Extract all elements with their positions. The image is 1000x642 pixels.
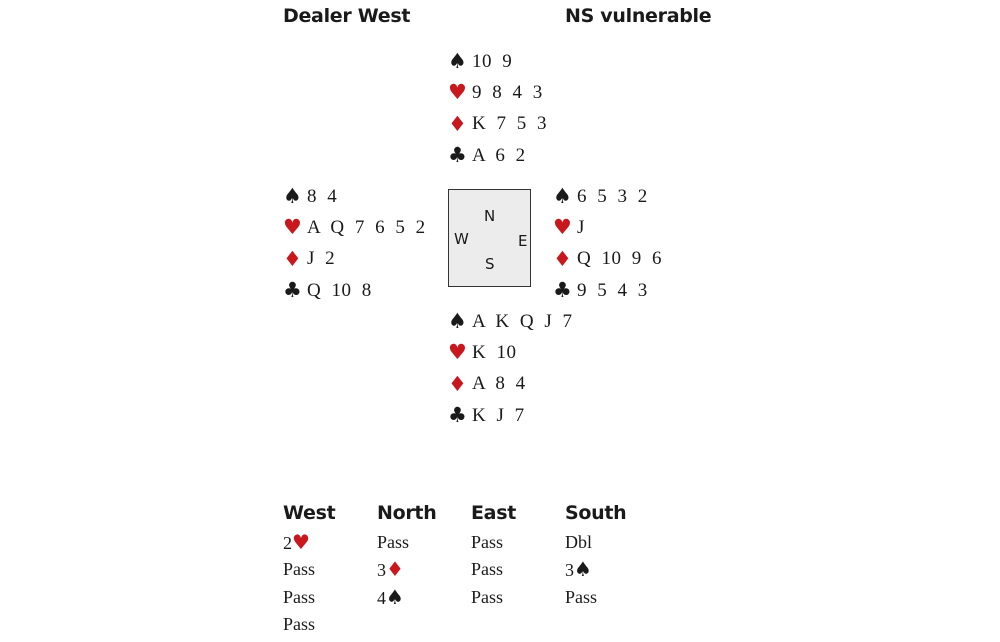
north-clubs-cards: A 6 2 [472,144,526,166]
north-hand: ♠10 9♥9 8 4 3♦K 7 5 3♣A 6 2 [448,46,547,171]
east-hearts-row: ♥J [553,212,662,243]
spade-icon: ♠ [448,309,467,334]
compass-north: N [484,207,496,225]
auction-header: North [377,502,437,524]
bid-text: Pass [283,586,316,607]
bid-text: Pass [377,532,410,552]
bid: 2♥ [283,529,377,556]
south-clubs-row: ♣K J 7 [448,400,573,431]
diamond-icon: ♦ [553,246,572,271]
bid-suit-icon: ♠ [574,557,592,582]
north-spades-row: ♠10 9 [448,46,547,77]
heart-icon: ♥ [448,80,467,105]
west-diamonds-row: ♦J 2 [283,244,426,275]
diamond-icon: ♦ [448,371,467,396]
club-icon: ♣ [283,278,302,303]
north-diamonds-row: ♦K 7 5 3 [448,109,547,140]
vulnerability-label: NS vulnerable [565,5,712,27]
west-clubs-row: ♣Q 10 8 [283,275,426,306]
bid: Pass [471,584,565,611]
north-hearts-cards: 9 8 4 3 [472,81,543,103]
bid-text: Dbl [565,532,592,552]
north-spades-cards: 10 9 [472,50,513,72]
south-hearts-row: ♥K 10 [448,337,573,368]
east-clubs-row: ♣9 5 4 3 [553,275,662,306]
north-diamonds-cards: K 7 5 3 [472,113,547,135]
auction-header: East [471,502,516,524]
west-hearts-cards: A Q 7 6 5 2 [307,216,426,238]
north-hearts-row: ♥9 8 4 3 [448,77,547,108]
heart-icon: ♥ [553,215,572,240]
auction-header: West [283,502,336,524]
spade-icon: ♠ [553,184,572,209]
bid: Pass [471,556,565,583]
south-spades-row: ♠A K Q J 7 [448,306,573,337]
club-icon: ♣ [553,278,572,303]
south-spades-cards: A K Q J 7 [472,310,573,332]
east-diamonds-row: ♦Q 10 9 6 [553,244,662,275]
bid: 3♠ [565,556,659,583]
east-hand: ♠6 5 3 2♥J♦Q 10 9 6♣9 5 4 3 [553,181,662,306]
diamond-icon: ♦ [448,111,467,136]
compass-east: E [518,232,528,250]
bid: Pass [283,584,377,611]
east-diamonds-cards: Q 10 9 6 [577,248,662,270]
south-hearts-cards: K 10 [472,341,517,363]
bid-text: 4 [377,587,386,608]
compass-table: N W E S [448,189,531,287]
bid-text: 3 [377,560,386,581]
south-clubs-cards: K J 7 [472,404,525,426]
club-icon: ♣ [448,143,467,168]
auction-header: South [565,502,627,524]
diamond-icon: ♦ [283,246,302,271]
south-diamonds-cards: A 8 4 [472,373,526,395]
west-hand: ♠8 4♥A Q 7 6 5 2♦J 2♣Q 10 8 [283,181,426,306]
compass-west: W [454,230,469,248]
spade-icon: ♠ [448,49,467,74]
bid: Pass [283,611,377,638]
bid-text: 3 [565,560,574,581]
bid: Pass [377,529,471,556]
compass-south: S [485,255,495,273]
spade-icon: ♠ [283,184,302,209]
bid: Pass [471,529,565,556]
south-hand: ♠A K Q J 7♥K 10♦A 8 4♣K J 7 [448,306,573,431]
west-spades-row: ♠8 4 [283,181,426,212]
west-hearts-row: ♥A Q 7 6 5 2 [283,212,426,243]
bid: 4♠ [377,584,471,611]
bid: Dbl [565,529,659,556]
bid: Pass [283,556,377,583]
east-clubs-cards: 9 5 4 3 [577,279,648,301]
bid-text: Pass [283,559,316,580]
bid-text: Pass [283,614,316,635]
south-diamonds-row: ♦A 8 4 [448,369,573,400]
bid: Pass [565,584,659,611]
bid-text: Pass [471,532,504,552]
bid-suit-icon: ♦ [386,557,404,582]
bid-suit-icon: ♥ [292,530,310,554]
bid-text: Pass [471,559,504,580]
bid-text: 2 [283,533,292,553]
dealer-label: Dealer West [283,5,411,27]
club-icon: ♣ [448,403,467,428]
east-spades-cards: 6 5 3 2 [577,185,648,207]
bid-text: Pass [471,586,504,607]
east-hearts-cards: J [577,216,585,238]
west-spades-cards: 8 4 [307,185,338,207]
west-clubs-cards: Q 10 8 [307,279,372,301]
heart-icon: ♥ [448,340,467,365]
heart-icon: ♥ [283,215,302,240]
bid-suit-icon: ♠ [386,584,404,609]
bid: 3♦ [377,556,471,583]
west-diamonds-cards: J 2 [307,248,336,270]
east-spades-row: ♠6 5 3 2 [553,181,662,212]
bid-text: Pass [565,586,598,607]
north-clubs-row: ♣A 6 2 [448,140,547,171]
